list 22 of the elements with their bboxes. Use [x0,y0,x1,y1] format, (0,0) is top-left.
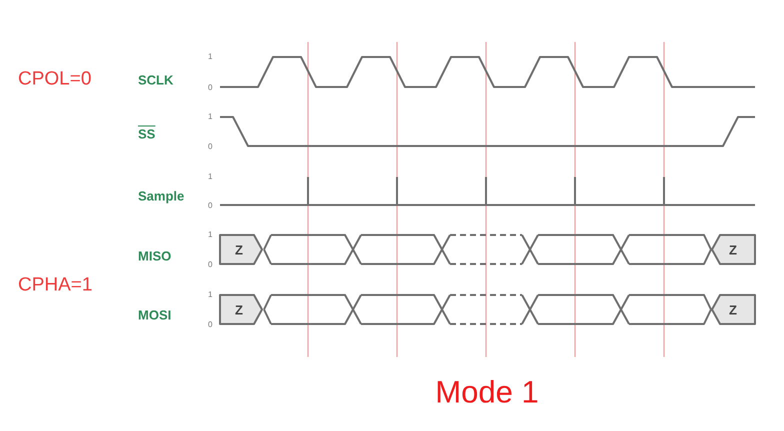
signal-name: SCLK [138,74,174,86]
state-label: Z [729,244,737,256]
level-label: 1 [208,53,212,61]
level-label: 1 [208,173,212,181]
state-label: Z [729,304,737,316]
level-label: 1 [208,113,212,121]
level-label: 0 [208,261,212,269]
state-label: Z [235,244,243,256]
level-label: 1 [208,231,212,239]
state-label: Z [235,304,243,316]
signal-name: SS [138,128,156,140]
level-label: 0 [208,321,212,329]
setting-label: CPHA=1 [18,276,92,294]
signal-name: MISO [138,250,172,262]
level-label: 0 [208,202,212,210]
level-label: 0 [208,143,212,151]
signal-name: MOSI [138,308,172,322]
level-label: 0 [208,84,212,92]
level-label: 1 [208,291,212,299]
signal-name: Sample [138,190,184,202]
setting-label: CPOL=0 [18,70,92,88]
mode-label: Mode 1 [435,376,539,408]
